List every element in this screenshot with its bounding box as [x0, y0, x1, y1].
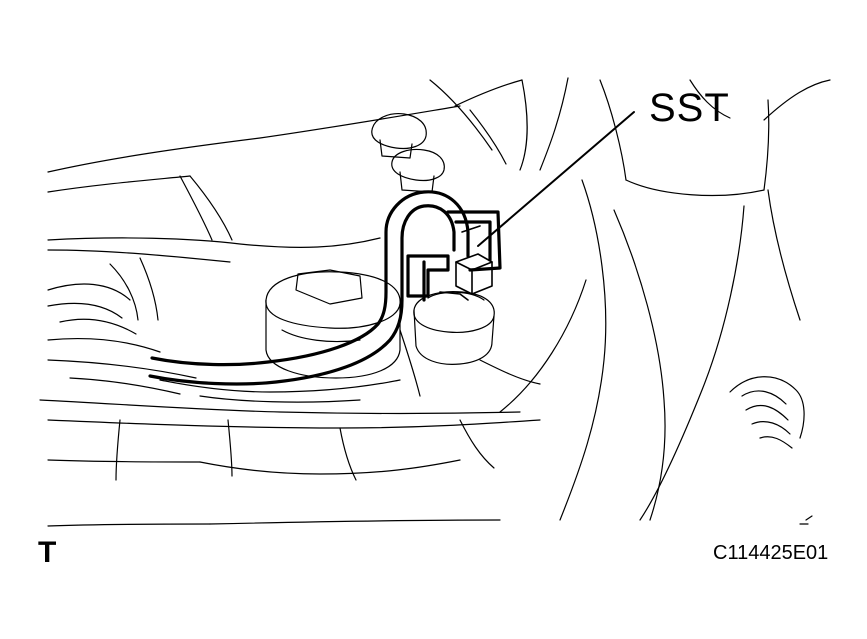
vehicle-body-contours: [39, 77, 831, 527]
sst-leader-line: [477, 111, 635, 247]
sst-tool: [148, 190, 502, 386]
corner-mark: T: [38, 536, 57, 569]
sst-socket: [439, 225, 493, 301]
figure-id: C114425E01: [713, 542, 829, 564]
sst-callout-label: SST: [649, 86, 730, 130]
